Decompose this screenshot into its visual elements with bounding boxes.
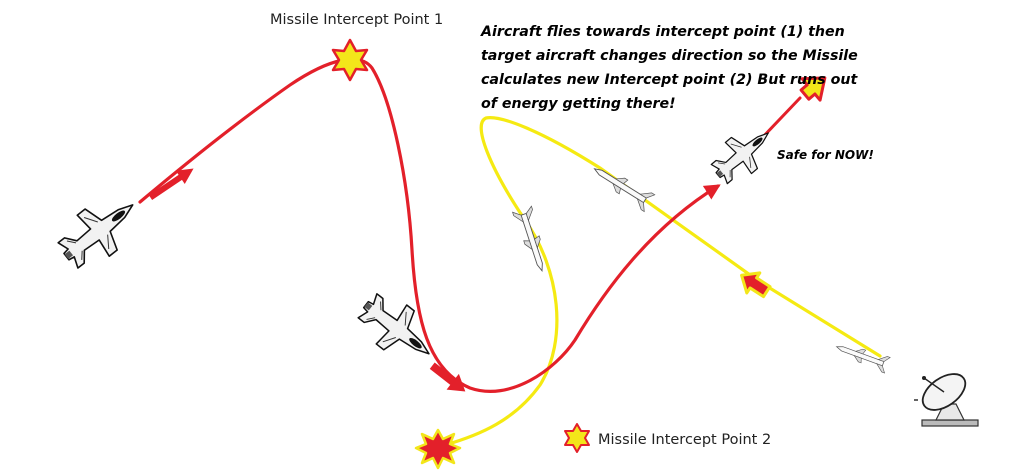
legend-star-icon bbox=[564, 423, 590, 453]
direction-arrow-2 bbox=[429, 362, 466, 392]
direction-arrow-1 bbox=[148, 168, 194, 201]
missile-icon bbox=[512, 205, 552, 275]
radar-dish-icon bbox=[914, 373, 979, 427]
safe-label: Safe for NOW! bbox=[777, 148, 874, 162]
annotation-line: target aircraft changes direction so the… bbox=[481, 48, 858, 64]
intercept-point-1-label: Missile Intercept Point 1 bbox=[270, 12, 443, 28]
annotation-text: Aircraft flies towards intercept point (… bbox=[480, 24, 858, 112]
missile-direction-arrow bbox=[740, 271, 772, 299]
explosion-icon bbox=[414, 428, 462, 470]
intercept-point-2-label: Missile Intercept Point 2 bbox=[598, 432, 771, 448]
fighter-jet-icon bbox=[350, 284, 445, 374]
annotation-line: Aircraft flies towards intercept point (… bbox=[480, 24, 845, 40]
missile-path bbox=[443, 116, 882, 447]
annotation-line: calculates new Intercept point (2) But r… bbox=[481, 72, 858, 88]
fighter-jet-icon bbox=[49, 183, 150, 278]
aircraft-path bbox=[138, 57, 721, 393]
star-burst-icon bbox=[331, 38, 369, 82]
direction-arrow-3 bbox=[799, 76, 827, 102]
annotation-line: of energy getting there! bbox=[481, 96, 676, 112]
